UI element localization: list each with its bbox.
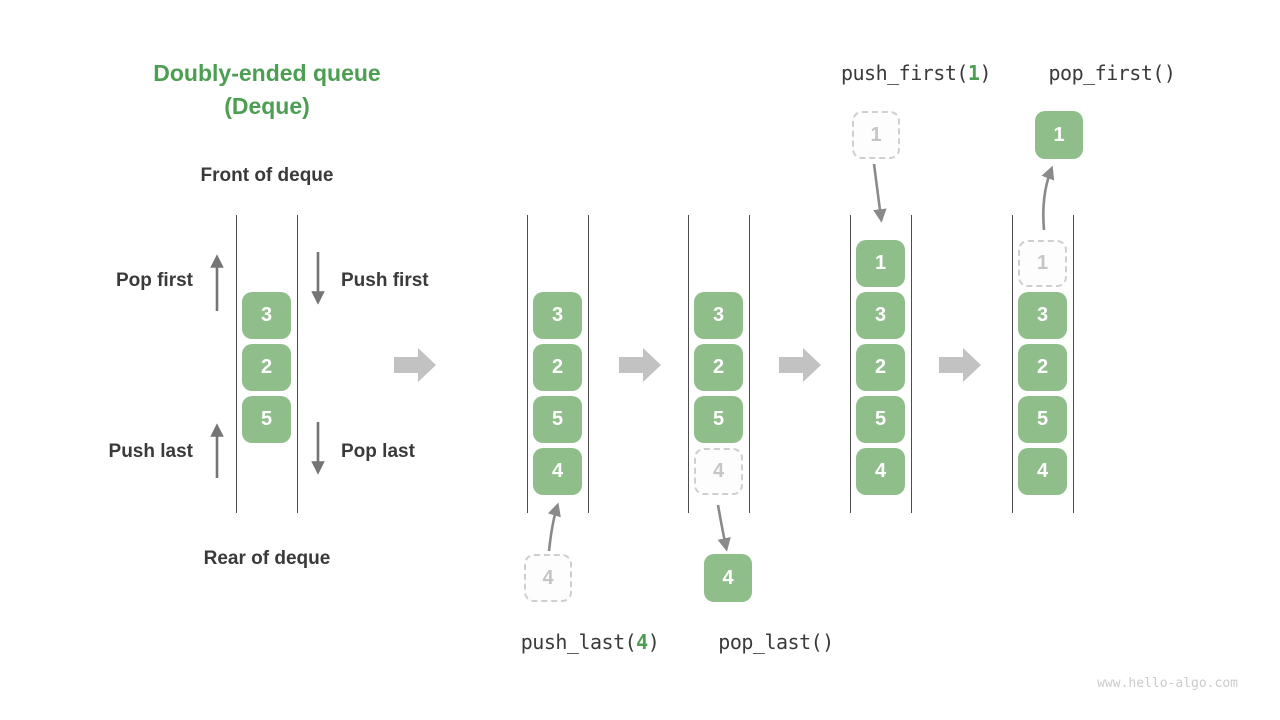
- popped-element-box: 1: [1035, 111, 1083, 159]
- push-first-flight-arrow-icon: [872, 163, 887, 223]
- pop-last-label: Pop last: [341, 441, 415, 462]
- deque-cell: 4: [1018, 448, 1067, 495]
- deque-cell: 1: [856, 240, 905, 287]
- deque-cell: 4: [856, 448, 905, 495]
- incoming-element-box: 4: [524, 554, 572, 602]
- deque-cell: 5: [856, 396, 905, 443]
- page-title: Doubly-ended queue (Deque): [87, 57, 447, 123]
- queue-step-pop-first: 1 3 2 5 4: [1012, 215, 1074, 513]
- front-of-deque-label: Front of deque: [200, 165, 334, 186]
- watermark: www.hello-algo.com: [1097, 676, 1238, 691]
- deque-cell: 4: [533, 448, 582, 495]
- deque-cell: 5: [1018, 396, 1067, 443]
- queue-step-push-first: 1 3 2 5 4: [850, 215, 912, 513]
- queue-step-push-last: 3 2 5 4: [527, 215, 589, 513]
- flow-arrow-icon: [939, 348, 981, 382]
- deque-cell: 5: [242, 396, 291, 443]
- popped-element-box: 4: [704, 554, 752, 602]
- incoming-element-box: 1: [852, 111, 900, 159]
- op-text: push_first(: [840, 61, 968, 85]
- queue-step-initial: 3 2 5: [236, 215, 298, 513]
- page-title-line2: (Deque): [224, 93, 310, 119]
- deque-cell: 5: [694, 396, 743, 443]
- page-title-line1: Doubly-ended queue: [153, 60, 381, 86]
- rear-of-deque-label: Rear of deque: [203, 548, 331, 569]
- op-arg: 4: [636, 630, 648, 654]
- push-first-label: Push first: [341, 270, 429, 291]
- pop-first-op-label: pop_first(): [1048, 61, 1176, 85]
- deque-cell: 2: [242, 344, 291, 391]
- op-text: push_last(: [520, 630, 637, 654]
- deque-cell: 3: [1018, 292, 1067, 339]
- op-arg: 1: [967, 61, 980, 85]
- deque-cell: 3: [533, 292, 582, 339]
- deque-cell: 2: [1018, 344, 1067, 391]
- deque-cell: 3: [856, 292, 905, 339]
- push-last-op-label: push_last(4): [440, 630, 740, 654]
- op-text: ): [979, 61, 992, 85]
- push-last-label: Push last: [108, 441, 193, 462]
- pop-last-op-label: pop_last(): [718, 630, 834, 654]
- pop-first-label: Pop first: [115, 270, 193, 291]
- flow-arrow-icon: [779, 348, 821, 382]
- deque-cell: 3: [242, 292, 291, 339]
- flow-arrow-icon: [619, 348, 661, 382]
- flow-arrow-icon: [394, 348, 436, 382]
- deque-cell: 2: [694, 344, 743, 391]
- deque-cell: 3: [694, 292, 743, 339]
- deque-cell: 5: [533, 396, 582, 443]
- deque-cell: 2: [856, 344, 905, 391]
- push-first-op-label: push_first(1): [766, 61, 1066, 85]
- deque-cell-ghost: 4: [694, 448, 743, 495]
- push-last-flight-arrow-icon: [547, 502, 561, 552]
- op-text: ): [647, 630, 660, 654]
- deque-cell-ghost: 1: [1018, 240, 1067, 287]
- queue-step-pop-last: 3 2 5 4: [688, 215, 750, 513]
- deque-cell: 2: [533, 344, 582, 391]
